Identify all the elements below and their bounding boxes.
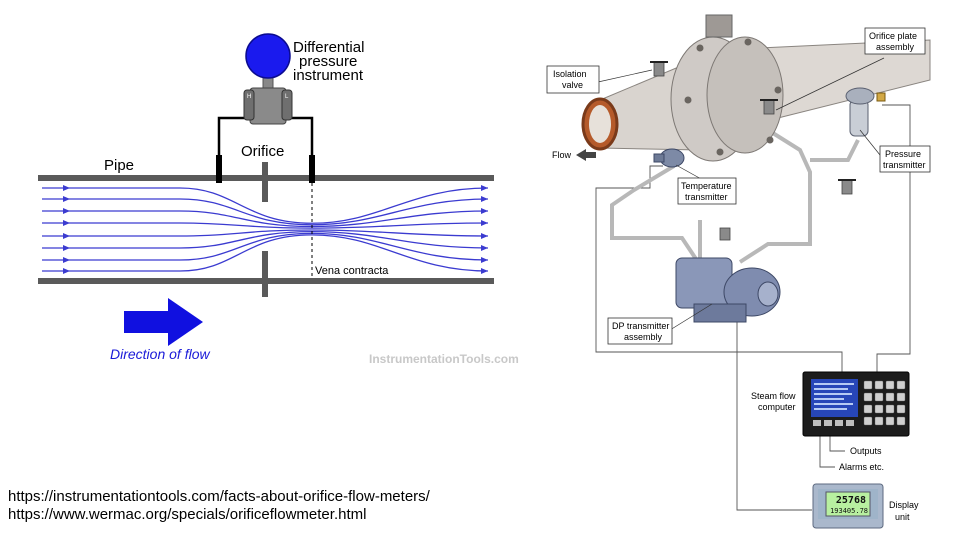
flow-arrowhead-icon [63,257,70,263]
steam-flow-computer [802,371,910,437]
vena-contracta-label: Vena contracta [315,265,389,277]
direction-arrow-icon [124,298,203,346]
keypad-key [863,392,873,402]
impulse-line-low [288,116,314,182]
streamline [42,222,489,229]
dp-transmitter-icon [675,257,781,323]
flow-arrowhead-icon [481,268,488,274]
isolation-valve-label: Isolation valve [553,69,589,90]
steam-flow-system-diagram: 25768 193405.78 Isolation valve Orifice … [546,14,931,529]
tap-low [309,155,315,183]
watermark: InstrumentationTools.com [369,352,519,366]
keypad-key [874,416,884,426]
instrument-label: Differential pressure instrument [293,39,369,84]
flow-arrowhead-icon [63,208,70,214]
streamline [42,187,489,224]
flow-arrowhead-icon [63,220,70,226]
keypad-key [874,392,884,402]
temperature-transmitter-label: Temperature transmitter [681,181,734,202]
orifice-plate-callout [864,27,926,55]
computer-keypad [863,380,906,426]
differential-pressure-instrument: H L [243,33,293,125]
keypad-key [885,392,895,402]
flow-arrowhead-icon [63,245,70,251]
pipe-label: Pipe [104,157,134,174]
streamline [42,229,489,237]
flow-arrowhead-icon [481,233,488,239]
temperature-transmitter-icon [653,148,685,168]
keypad-key [874,404,884,414]
direction-label: Direction of flow [110,346,210,362]
flow-label: Flow [552,150,572,160]
source-link-2[interactable]: https://www.wermac.org/specials/orificef… [8,506,367,523]
flow-arrowhead-icon [63,233,70,239]
flow-arrowhead-icon [481,245,488,251]
flow-arrowhead-icon [63,196,70,202]
flow-arrowhead-icon [481,220,488,226]
instrument-gauge [245,33,291,79]
keypad-key [885,416,895,426]
keypad-key [885,404,895,414]
display-unit-label: Display unit [889,500,921,522]
streamline [42,198,489,226]
impulse-tubing [610,128,860,264]
flow-arrowhead-icon [63,185,70,191]
temperature-transmitter-callout [677,177,737,205]
isolation-valve-callout [546,65,600,94]
flow-arrowhead-icon [481,208,488,214]
flow-arrowhead-icon [63,268,70,274]
keypad-key [863,404,873,414]
keypad-key [896,416,906,426]
pressure-transmitter-label: Pressure transmitter [883,149,926,170]
signal-wiring [595,104,911,511]
svg-text:H: H [247,94,251,100]
orifice-plate-bottom [262,251,268,297]
display-readout-rate: 25768 [836,495,866,506]
isolation-valve-icon [650,61,856,241]
keypad-key [896,380,906,390]
svg-text:L: L [285,94,289,100]
main-pipe [581,14,931,162]
orifice-plate-tab [705,14,733,38]
tap-high [216,155,222,183]
flow-arrowhead-icon [481,185,488,191]
dp-transmitter-label: DP transmitter assembly [612,321,672,342]
flow-arrowheads [63,185,488,274]
keypad-key [896,404,906,414]
display-readout-total: 193405.78 [830,507,868,515]
flow-arrow-icon [576,149,596,161]
flow-arrowhead-icon [481,257,488,263]
outputs-label: Outputs [850,446,882,456]
orifice-plate-label: Orifice plate assembly [869,31,920,52]
alarms-label: Alarms etc. [839,462,884,472]
display-unit: 25768 193405.78 [812,483,884,529]
keypad-key [885,380,895,390]
keypad-key [896,392,906,402]
orifice-label: Orifice [241,143,284,160]
streamline [42,234,489,272]
orifice-plate-top [262,162,268,202]
keypad-key [863,380,873,390]
source-link-1[interactable]: https://instrumentationtools.com/facts-a… [8,488,430,505]
steam-flow-computer-label: Steam flow computer [751,391,798,412]
keypad-key [863,416,873,426]
flow-arrowhead-icon [481,196,488,202]
dp-transmitter-callout [607,317,673,345]
pressure-transmitter-icon [845,87,886,137]
keypad-key [874,380,884,390]
orifice-flow-diagram: Vena contracta H L Differential pressure… [38,33,519,366]
pressure-transmitter-callout [879,145,931,173]
